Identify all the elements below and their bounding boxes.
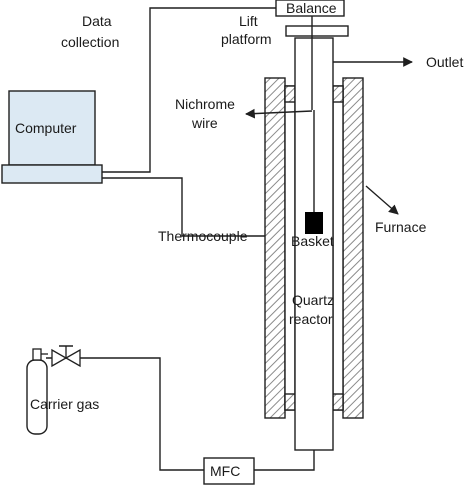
label-lift-2: platform — [221, 31, 272, 47]
label-basket: Basket — [291, 233, 334, 249]
computer-base — [1, 164, 103, 184]
furnace-arrow — [365, 185, 399, 215]
label-lift-1: Lift — [239, 13, 258, 29]
label-carrier-gas: Carrier gas — [30, 396, 99, 412]
label-furnace: Furnace — [375, 219, 427, 235]
furnace — [264, 77, 364, 419]
nichrome-arrow — [245, 108, 313, 119]
furnace-right-inner — [332, 85, 344, 411]
label-thermocouple: Thermocouple — [158, 228, 248, 244]
computer — [1, 90, 103, 184]
label-data-collection-2: collection — [61, 34, 119, 50]
mfc-to-reactor-line — [254, 450, 315, 471]
seal-bottom-left — [284, 393, 296, 411]
quartz-reactor-tube — [294, 37, 334, 451]
label-nichrome-2: wire — [191, 115, 218, 131]
seal-top-left — [284, 85, 296, 103]
label-data-collection-1: Data — [82, 13, 112, 29]
label-quartz-2: reactor — [289, 311, 333, 327]
thermocouple-line — [100, 177, 300, 237]
gas-line — [46, 357, 204, 471]
seal-top-right — [332, 85, 344, 103]
furnace-right-wall — [342, 77, 364, 419]
label-computer: Computer — [15, 120, 77, 136]
valve-icon — [51, 345, 81, 368]
lift-platform-plate — [285, 25, 349, 37]
gas-cylinder-icon — [26, 348, 48, 435]
basket — [305, 212, 323, 234]
furnace-left-wall — [264, 77, 286, 419]
label-balance: Balance — [286, 0, 337, 16]
label-nichrome-1: Nichrome — [175, 96, 235, 112]
mfc-box — [203, 457, 255, 485]
balance-box — [275, 0, 345, 17]
computer-monitor — [8, 90, 96, 166]
label-quartz-1: Quartz — [292, 292, 334, 308]
label-mfc: MFC — [210, 463, 240, 479]
seal-bottom-right — [332, 393, 344, 411]
data-collection-line — [100, 7, 276, 173]
label-outlet: Outlet — [426, 54, 463, 70]
